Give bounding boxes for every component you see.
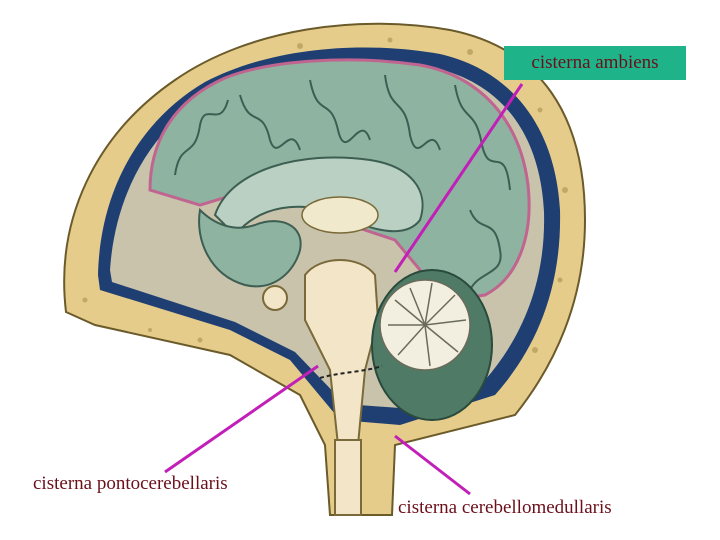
pituitary [262, 285, 288, 311]
dashed-level-line [319, 365, 383, 379]
label-cisterna-ambiens-text: cisterna ambiens [531, 52, 659, 73]
pointer-line-cerebellomedullaris [394, 434, 471, 496]
inferior-brain [198, 207, 302, 288]
pointer-line-ambiens [393, 83, 524, 273]
pointer-line-pontocerebellaris [164, 364, 319, 474]
arbor-vitae-branches [388, 282, 467, 367]
label-cisterna-ambiens: cisterna ambiens [504, 46, 686, 80]
thalamus [301, 196, 379, 234]
gyri-lines [174, 74, 511, 291]
spinal-cord [334, 439, 362, 516]
label-cisterna-cerebellomedullaris: cisterna cerebellomedullaris [398, 497, 612, 518]
label-cisterna-pontocerebellaris: cisterna pontocerebellaris [33, 473, 228, 494]
